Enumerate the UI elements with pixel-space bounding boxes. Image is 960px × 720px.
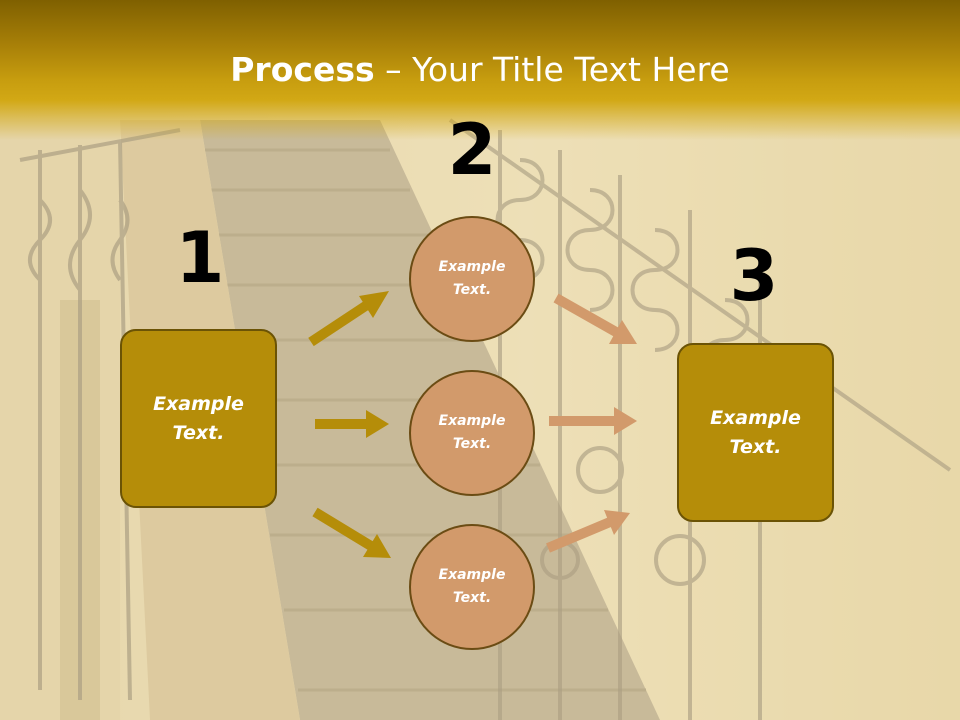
slide-title: Process – Your Title Text Here	[0, 50, 960, 89]
circle-1-line1: Example	[438, 259, 506, 275]
step2-circle-2: Example Text.	[409, 370, 535, 496]
step3-box: Example Text.	[677, 343, 834, 522]
circle-3-line2: Text.	[452, 590, 492, 606]
step3-text-line1: Example	[710, 406, 801, 429]
step-number-3: 3	[729, 235, 779, 317]
step2-circle-1: Example Text.	[409, 216, 535, 342]
circle-3-line1: Example	[438, 567, 506, 583]
arrow-circle2-to-box3	[549, 407, 637, 435]
step-number-1: 1	[175, 217, 225, 299]
circle-1-line2: Text.	[452, 282, 492, 298]
step2-circle-3-text: Example Text.	[422, 564, 522, 610]
arrow-circle1-to-box3	[553, 293, 637, 344]
arrow-box1-to-circle1	[308, 291, 389, 347]
arrow-box1-to-circle3	[312, 507, 391, 558]
step1-box: Example Text.	[120, 329, 277, 508]
step2-circle-2-text: Example Text.	[422, 410, 522, 456]
step3-text: Example Text.	[696, 404, 816, 462]
circle-2-line1: Example	[438, 413, 506, 429]
circle-2-line2: Text.	[452, 436, 492, 452]
step3-text-line2: Text.	[729, 435, 782, 458]
step-number-2: 2	[447, 109, 497, 191]
title-bar	[0, 0, 960, 140]
step1-text-line2: Text.	[172, 421, 225, 444]
title-bold: Process	[230, 50, 375, 89]
step2-circle-3: Example Text.	[409, 524, 535, 650]
arrow-box1-to-circle2	[315, 410, 389, 438]
title-rest: – Your Title Text Here	[374, 50, 730, 89]
step1-text-line1: Example	[153, 392, 244, 415]
arrow-circle3-to-box3	[546, 510, 630, 553]
step2-circle-1-text: Example Text.	[422, 256, 522, 302]
step1-text: Example Text.	[139, 390, 259, 448]
